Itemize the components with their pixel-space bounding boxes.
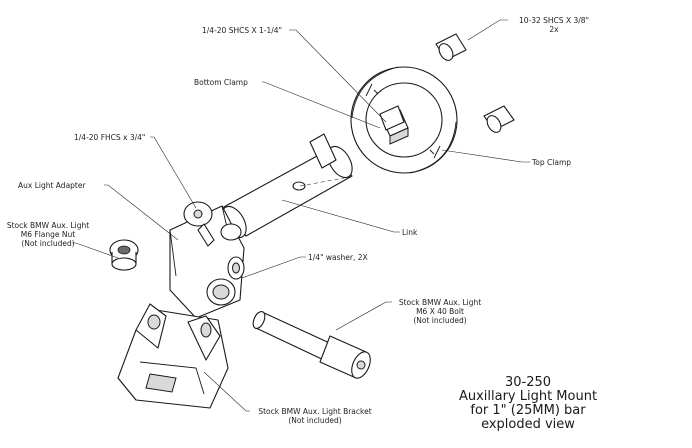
aux-light-adapter-part <box>169 205 245 319</box>
clamp-assembly <box>350 66 458 174</box>
label-bolt-2: M6 X 40 Bolt <box>416 307 464 316</box>
label-top-clamp: Top Clamp <box>531 158 571 167</box>
label-aux-light-adapter: Aux Light Adapter <box>18 181 86 190</box>
title-line-2: for 1" (25MM) bar <box>470 403 586 418</box>
leader-lines <box>72 19 530 412</box>
m6-bolt-part <box>252 310 371 379</box>
part-number: 30-250 <box>505 375 551 390</box>
title-line-3: exploded view <box>481 417 575 432</box>
washer-part <box>227 256 245 280</box>
label-shcs-10-32: 10-32 SHCS X 3/8" <box>519 16 589 25</box>
label-bolt-3: (Not included) <box>413 316 466 325</box>
label-washer: 1/4" washer, 2X <box>308 253 368 262</box>
label-flange-nut-2: M6 Flange Nut <box>21 230 75 239</box>
label-link: Link <box>402 228 418 237</box>
label-flange-nut-1: Stock BMW Aux. Light <box>7 221 89 230</box>
fhcs-screw-part <box>183 201 215 247</box>
bmw-bracket-part <box>117 303 229 409</box>
shcs-10-32-screws-part <box>435 33 515 133</box>
label-bolt-1: Stock BMW Aux. Light <box>399 298 481 307</box>
title-line-1: Auxillary Light Mount <box>459 389 597 404</box>
shcs-clamp-screw-part <box>379 105 405 131</box>
label-bracket-1: Stock BMW Aux. Light Bracket <box>258 407 371 416</box>
label-bracket-2: (Not included) <box>288 416 341 425</box>
label-shcs-1-4: 1/4-20 SHCS X 1-1/4" <box>202 26 282 35</box>
flange-nut-part <box>109 239 139 271</box>
title-block: 30-250 Auxillary Light Mount for 1" (25M… <box>459 375 597 432</box>
label-shcs-10-32-qty: 2x <box>549 25 559 34</box>
callout-labels: 1/4-20 SHCS X 1-1/4" 10-32 SHCS X 3/8" 2… <box>7 16 589 425</box>
label-bottom-clamp: Bottom Clamp <box>194 78 248 87</box>
label-fhcs: 1/4-20 FHCS x 3/4" <box>74 133 145 142</box>
label-flange-nut-3: (Not included) <box>21 239 74 248</box>
